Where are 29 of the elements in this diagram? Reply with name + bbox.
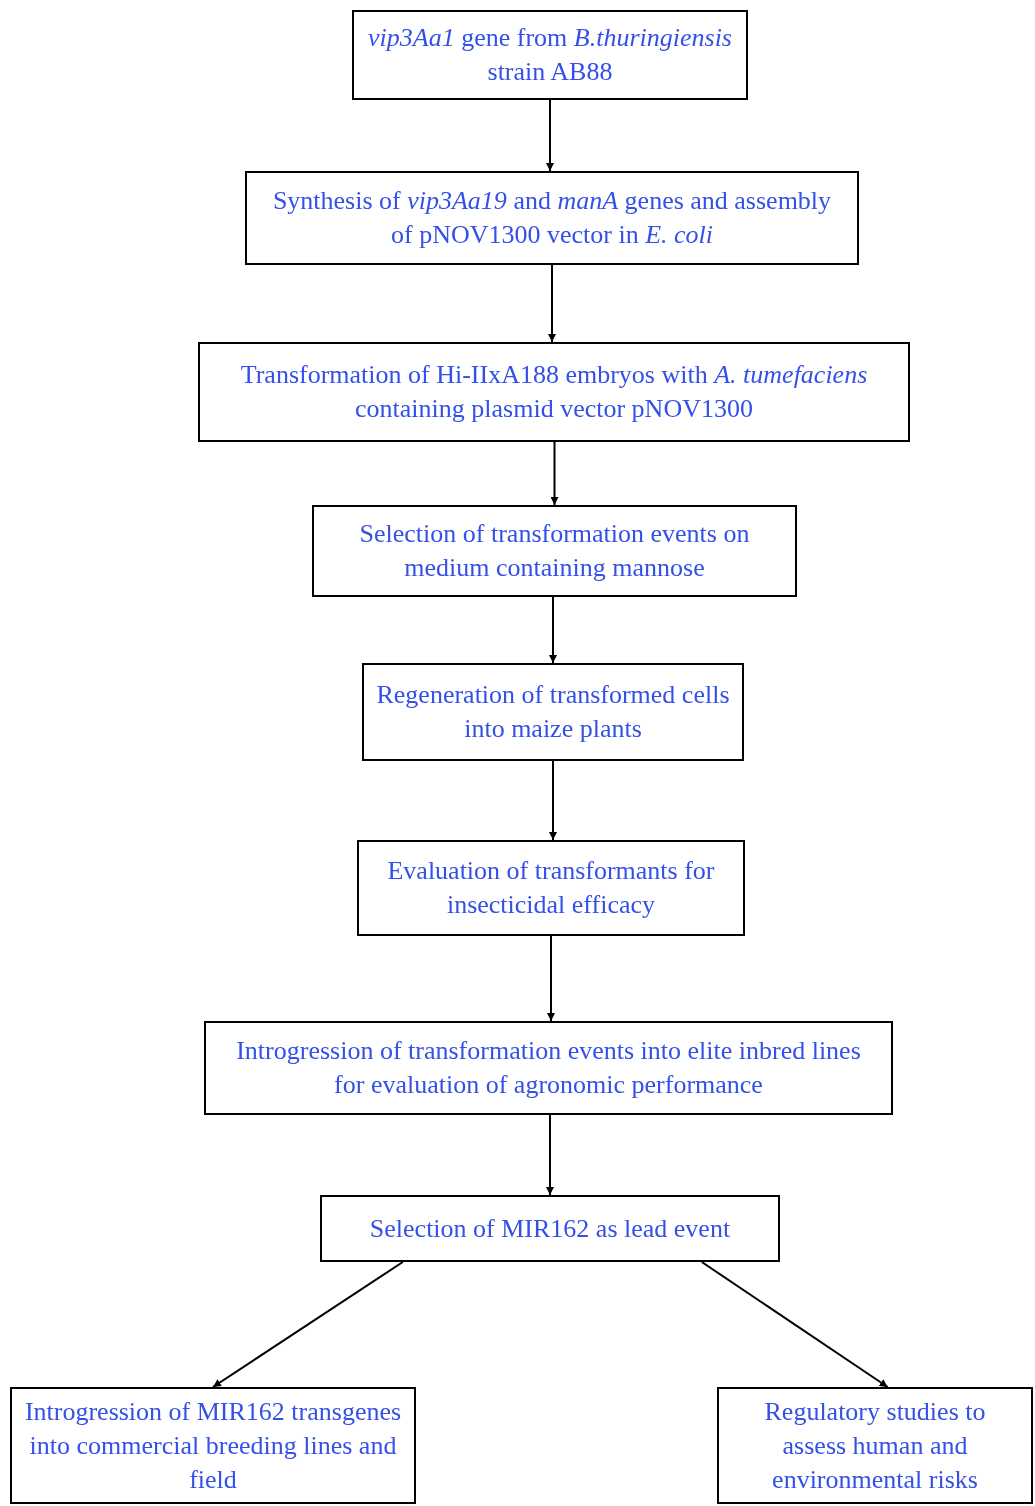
step-text: Selection of MIR162 as lead event bbox=[369, 1212, 731, 1245]
process-box bbox=[198, 342, 910, 442]
arrow bbox=[547, 935, 555, 1022]
process-box bbox=[245, 171, 859, 265]
step-text: Synthesis of vip3Aa19 and manA genes and assembly of pNOV1300 vector in E. coli bbox=[271, 185, 833, 251]
process-box bbox=[352, 10, 748, 100]
process-box bbox=[204, 1021, 893, 1115]
process-box bbox=[717, 1387, 1033, 1504]
step-text: Selection of transformation events on medium containing mannose bbox=[358, 518, 751, 584]
step-text: vip3Aa1 gene from B.thuringiensis strain AB88 bbox=[367, 22, 733, 88]
arrow bbox=[212, 1261, 404, 1388]
arrow bbox=[549, 596, 557, 664]
arrow bbox=[546, 99, 554, 172]
process-box bbox=[357, 840, 745, 936]
step-text: Evaluation of transformants for insecticidal efficacy bbox=[386, 855, 716, 921]
arrow bbox=[546, 1114, 554, 1196]
step-text: Introgression of MIR162 transgenes into commercial breeding lines and field bbox=[24, 1395, 402, 1496]
step-text: Regeneration of transformed cells into maize plants bbox=[376, 679, 730, 745]
step-text: Introgression of transformation events into elite inbred lines for evaluation of agronomic performance bbox=[235, 1035, 862, 1101]
arrow bbox=[548, 264, 556, 343]
process-box bbox=[362, 663, 744, 761]
arrow bbox=[549, 760, 557, 841]
process-box bbox=[312, 505, 797, 597]
process-box bbox=[10, 1387, 416, 1504]
step-text: Regulatory studies to assess human and environmental risks bbox=[763, 1395, 987, 1496]
step-text: Transformation of Hi-IIxA188 embryos with A. tumefaciens containing plasmid vector pNOV1300 bbox=[239, 359, 869, 425]
process-box bbox=[320, 1195, 780, 1262]
arrow bbox=[550, 441, 559, 506]
arrow bbox=[700, 1261, 889, 1388]
